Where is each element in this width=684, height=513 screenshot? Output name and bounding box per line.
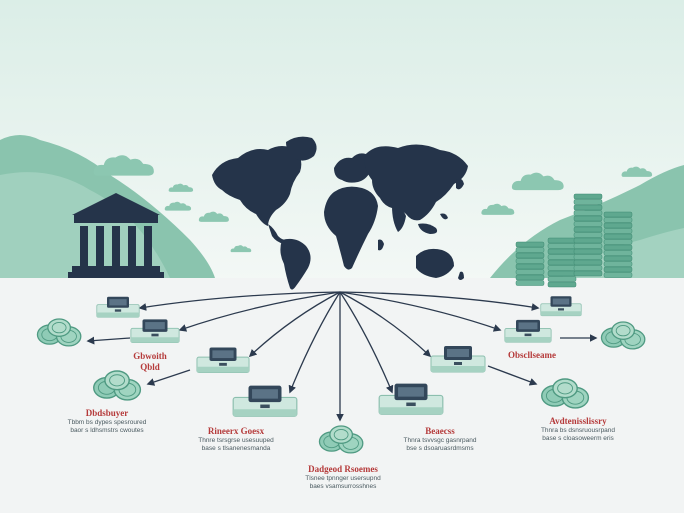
coin-stack-layer: [547, 237, 577, 244]
coin-stack-layer: [547, 270, 577, 277]
label-center: Dadgeod Rsoemes Tlsnee tpnnger usersupnd…: [288, 464, 398, 491]
coin-stack-layer: [603, 233, 633, 240]
coin-stack-layer: [515, 252, 545, 259]
flow-arrow: [248, 291, 341, 358]
coin-stack-layer: [547, 254, 577, 260]
coin-stack-layer: [573, 199, 603, 205]
coin-stack-layer: [573, 254, 603, 260]
label-title: Dbdsbuyer: [85, 408, 129, 418]
coin-stack: [573, 193, 603, 277]
flow-arrow: [146, 369, 191, 386]
coin-stack-layer: [573, 270, 603, 277]
flow-arrow: [339, 291, 540, 311]
flow-arrow: [339, 291, 432, 358]
coin-stack-layer: [547, 276, 577, 282]
flow-arrow: [288, 291, 341, 394]
coin-stack-layer: [573, 210, 603, 216]
world-map-icon: [212, 136, 468, 290]
coin-stack-layer: [515, 258, 545, 264]
coin-stack-layer: [547, 281, 577, 288]
coin-stack-layer: [573, 265, 603, 271]
coin-stack-layer: [515, 269, 545, 275]
label-title: Rineerx Goesx: [207, 426, 265, 436]
label-caption: Tbbm bs dypes spesroured baor s ldhsmstr…: [67, 419, 147, 434]
coin-stack-layer: [515, 241, 545, 248]
coin-stack-layer: [515, 247, 545, 253]
label-title: Dadgeod Rsoemes: [308, 464, 378, 474]
flow-arrow: [86, 336, 131, 345]
label-title: Avdtenisslissry: [549, 416, 607, 426]
label-center-right: Beaecss Thnra tsvvsgc gasnrpand bse s ds…: [385, 426, 495, 453]
label-center-left: Rineerx Goesx Thnre tsrsgrse usesuuped b…: [181, 426, 291, 453]
label-title: Gbwoith: [133, 351, 167, 361]
coin-stack-layer: [573, 215, 603, 222]
coin-stack-layer: [603, 222, 633, 229]
label-subtitle: Qbld: [140, 362, 160, 372]
coin-stack-layer: [573, 248, 603, 255]
coin-stack-layer: [573, 221, 603, 227]
coin-stack-layer: [603, 261, 633, 267]
coin-stack-layer: [603, 266, 633, 273]
coin-stack-layer: [573, 193, 603, 200]
coin-stack-layer: [547, 259, 577, 266]
coin-stack-layer: [573, 259, 603, 266]
coin-stack-layer: [515, 280, 545, 286]
coin-stack: [603, 211, 633, 278]
coin-stack-layer: [515, 263, 545, 270]
bank-building-icon: [68, 193, 164, 278]
coin-stack-layer: [547, 243, 577, 249]
flow-arrow: [339, 291, 394, 394]
label-right-lower: Avdtenisslissry Thnra bs dsnsruousrpand …: [523, 416, 633, 443]
coin-stack-layer: [547, 248, 577, 255]
flow-arrow: [178, 291, 341, 332]
label-caption: Thnra bs dsnsruousrpand base s cloasowee…: [540, 427, 616, 442]
label-title: Obscllseame: [508, 350, 556, 360]
flow-arrow: [138, 291, 341, 311]
flow-arrow: [487, 365, 538, 386]
label-caption: Thnra tsvvsgc gasnrpand bse s dsoaruasrd…: [403, 437, 477, 452]
label-left-upper: Gbwoith Qbld: [95, 351, 205, 373]
coin-stack-layer: [603, 250, 633, 256]
coin-stack-layer: [603, 239, 633, 245]
label-caption: Thnre tsrsgrse usesuuped base s tlsanene…: [198, 437, 274, 452]
label-caption: Tlsnee tpnnger usersupnd baes vsamsurros…: [305, 475, 381, 490]
coin-stack-layer: [603, 244, 633, 251]
left-hills-back: [0, 172, 170, 278]
flow-arrow: [339, 291, 502, 332]
coin-stack-layer: [573, 237, 603, 244]
coin-stack-layer: [603, 211, 633, 218]
label-title: Beaecss: [425, 426, 455, 436]
coin-stack-layer: [603, 272, 633, 278]
coin-stack-layer: [573, 226, 603, 233]
coin-stack-icon: [515, 193, 633, 288]
coin-stack-layer: [603, 217, 633, 223]
coin-stack-layer: [573, 232, 603, 238]
label-right-upper: Obscllseame: [477, 350, 587, 361]
coin-stack: [547, 237, 577, 288]
coin-stack-layer: [573, 243, 603, 249]
coin-stack-layer: [573, 204, 603, 211]
coin-stack-layer: [603, 228, 633, 234]
flow-arrows: [86, 291, 598, 422]
coin-stack-layer: [515, 274, 545, 281]
label-left-lower: Dbdsbuyer Tbbm bs dypes spesroured baor …: [52, 408, 162, 435]
coin-stack: [515, 241, 545, 286]
coin-stack-layer: [547, 265, 577, 271]
coin-stack-layer: [603, 255, 633, 262]
